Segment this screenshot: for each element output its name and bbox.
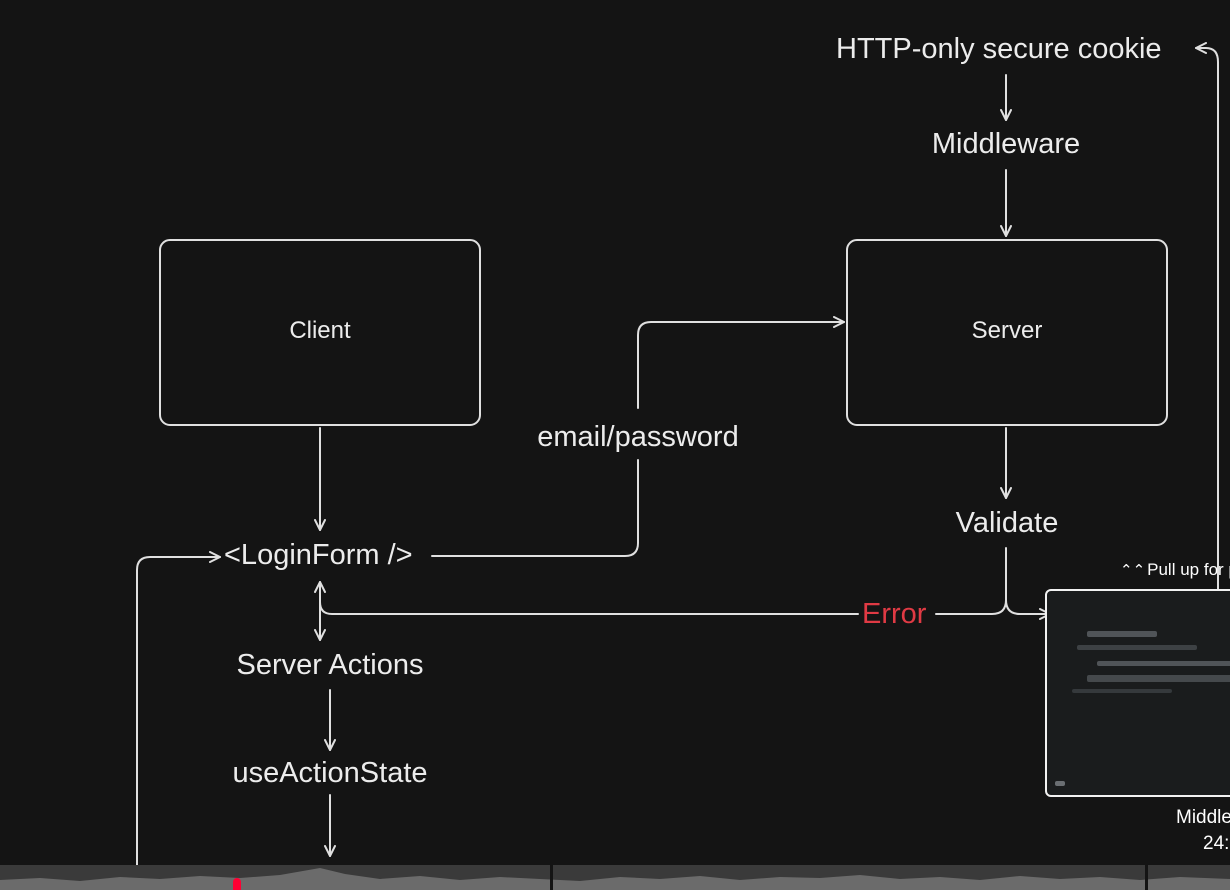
edge-cookie-return [1195,42,1219,613]
edge-state-to-loginform [136,551,221,879]
thumb-line [1072,689,1172,693]
cookie-label: HTTP-only secure cookie [836,33,1162,65]
thumb-line [1077,645,1197,650]
video-timeline[interactable] [0,865,1230,890]
pull-up-hint[interactable]: ⌃⌃Pull up for p [1120,560,1230,584]
thumb-line [1097,661,1230,666]
timeline-playhead[interactable] [233,878,241,890]
use-action-state-label: useActionState [232,757,427,789]
pull-hint-text: Pull up for p [1147,560,1230,579]
mini-player-duration: 24: [1203,833,1230,854]
double-chevron-up-icon: ⌃⌃ [1120,562,1146,579]
validate-label: Validate [956,507,1059,539]
client-box [159,239,481,426]
client-label: Client [289,317,351,344]
mini-player-title: Middle [1176,807,1230,828]
mini-player-thumbnail[interactable] [1045,589,1230,797]
server-actions-label: Server Actions [237,649,424,681]
edge-validate-split [935,547,1050,614]
edge-loginform-to-server [431,322,844,557]
middleware-label: Middleware [932,128,1080,160]
chapter-divider [1145,865,1148,890]
heatmap-graph [0,868,1230,890]
error-label: Error [862,598,927,630]
edge-error-to-loginform [314,581,859,615]
login-form-label: <LoginForm /> [224,539,413,571]
thumb-line [1055,781,1065,786]
chapter-divider [550,865,553,890]
mini-player-caption[interactable]: Middle 24: [1176,805,1230,857]
thumb-line [1087,631,1157,637]
server-label: Server [972,317,1043,344]
email-password-label: email/password [537,421,738,453]
thumb-line [1087,675,1230,682]
